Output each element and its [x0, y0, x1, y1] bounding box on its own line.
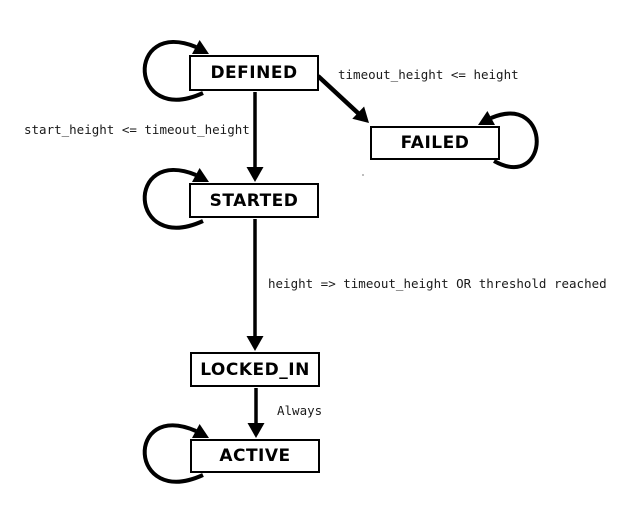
- state-label: DEFINED: [210, 63, 298, 83]
- self-loop-active-icon: [142, 423, 209, 484]
- arrow-defined-to-started-icon: [246, 92, 264, 182]
- state-label: ACTIVE: [219, 446, 291, 466]
- self-loop-defined-icon: [142, 40, 209, 102]
- self-loop-started-icon: [142, 168, 209, 230]
- state-defined: DEFINED: [189, 55, 319, 91]
- state-label: LOCKED_IN: [200, 359, 310, 380]
- edge-label-started-to-locked-in: height => timeout_height OR threshold re…: [268, 276, 607, 291]
- state-label: STARTED: [209, 190, 299, 211]
- state-locked-in: LOCKED_IN: [190, 352, 320, 387]
- arrow-started-to-locked-in-icon: [246, 219, 264, 351]
- state-active: ACTIVE: [190, 439, 320, 473]
- arrow-locked-in-to-active-icon: [247, 388, 265, 438]
- state-started: STARTED: [189, 183, 319, 218]
- state-label: FAILED: [400, 133, 470, 153]
- arrow-defined-to-failed-icon: [316, 74, 369, 123]
- edge-label-defined-to-failed: timeout_height <= height: [338, 67, 519, 82]
- self-loop-failed-icon: [478, 111, 539, 169]
- edge-label-defined-to-started: start_height <= timeout_height: [24, 122, 250, 137]
- state-failed: FAILED: [370, 126, 500, 160]
- edge-label-locked-in-to-active: Always: [277, 403, 323, 418]
- stray-dot: [362, 174, 364, 176]
